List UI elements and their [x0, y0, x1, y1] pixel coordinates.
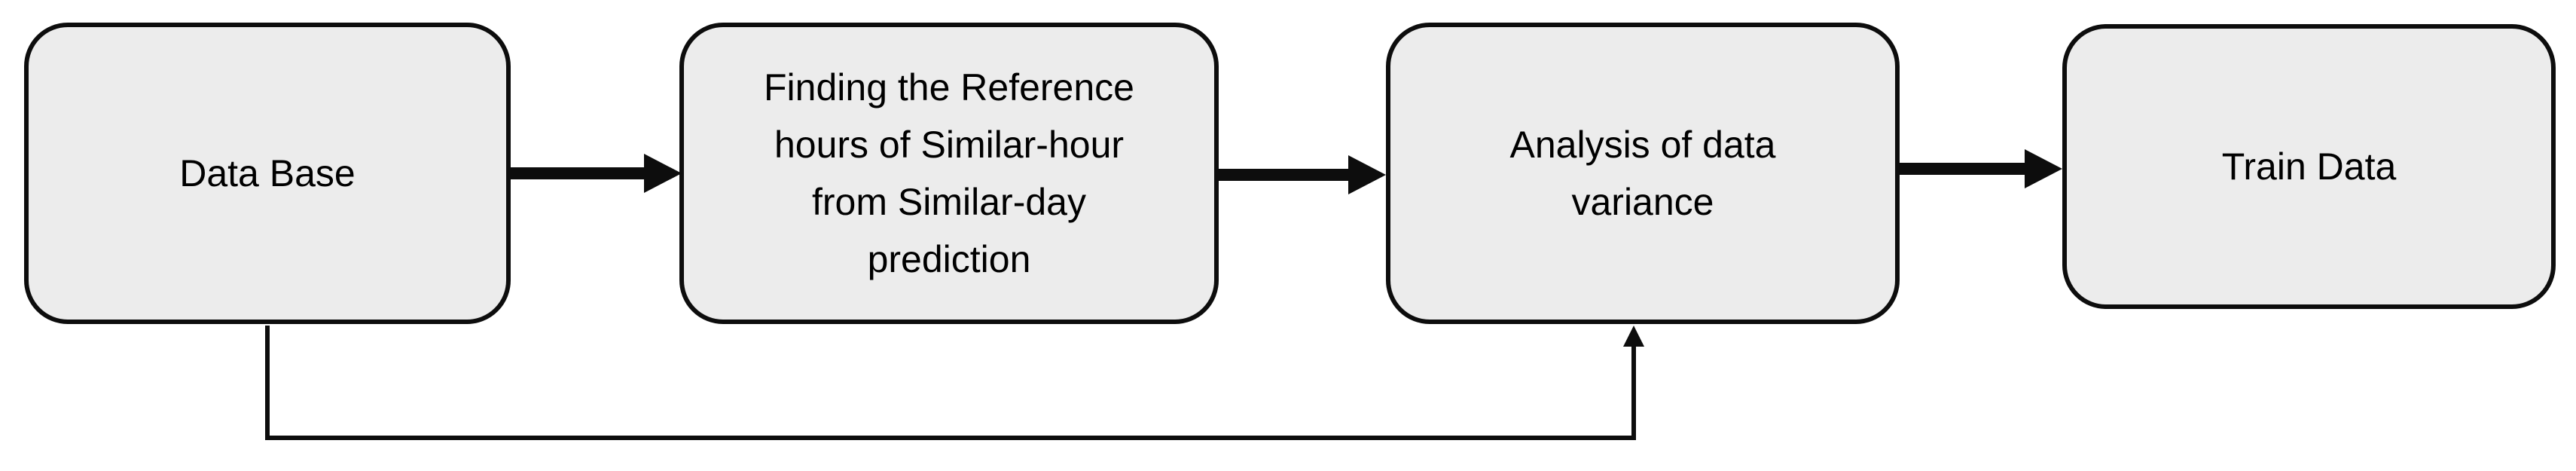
edge-finding-to-analysis-shaft: [1219, 169, 1351, 181]
node-finding-reference: Finding the Reference hours of Similar-h…: [679, 23, 1219, 324]
edge-analysis-to-traindata-shaft: [1900, 163, 2027, 175]
node-finding-reference-label: Finding the Reference hours of Similar-h…: [764, 66, 1134, 280]
node-train-data-label: Train Data: [2221, 145, 2397, 188]
edge-feedback-vertical-left: [265, 326, 270, 440]
arrow-right-icon: [2025, 149, 2062, 188]
node-data-base-label: Data Base: [179, 152, 356, 194]
arrow-right-icon: [1348, 155, 1386, 194]
node-train-data: Train Data: [2062, 24, 2556, 309]
edge-feedback-horizontal: [265, 436, 1636, 440]
node-data-base: Data Base: [24, 23, 511, 324]
edge-feedback-vertical-right: [1631, 345, 1636, 440]
node-analysis-variance-label: Analysis of data variance: [1509, 124, 1776, 223]
edge-database-to-finding-shaft: [511, 167, 646, 179]
arrow-right-icon: [644, 154, 682, 193]
arrow-up-icon: [1623, 326, 1644, 347]
node-analysis-variance: Analysis of data variance: [1386, 23, 1900, 324]
